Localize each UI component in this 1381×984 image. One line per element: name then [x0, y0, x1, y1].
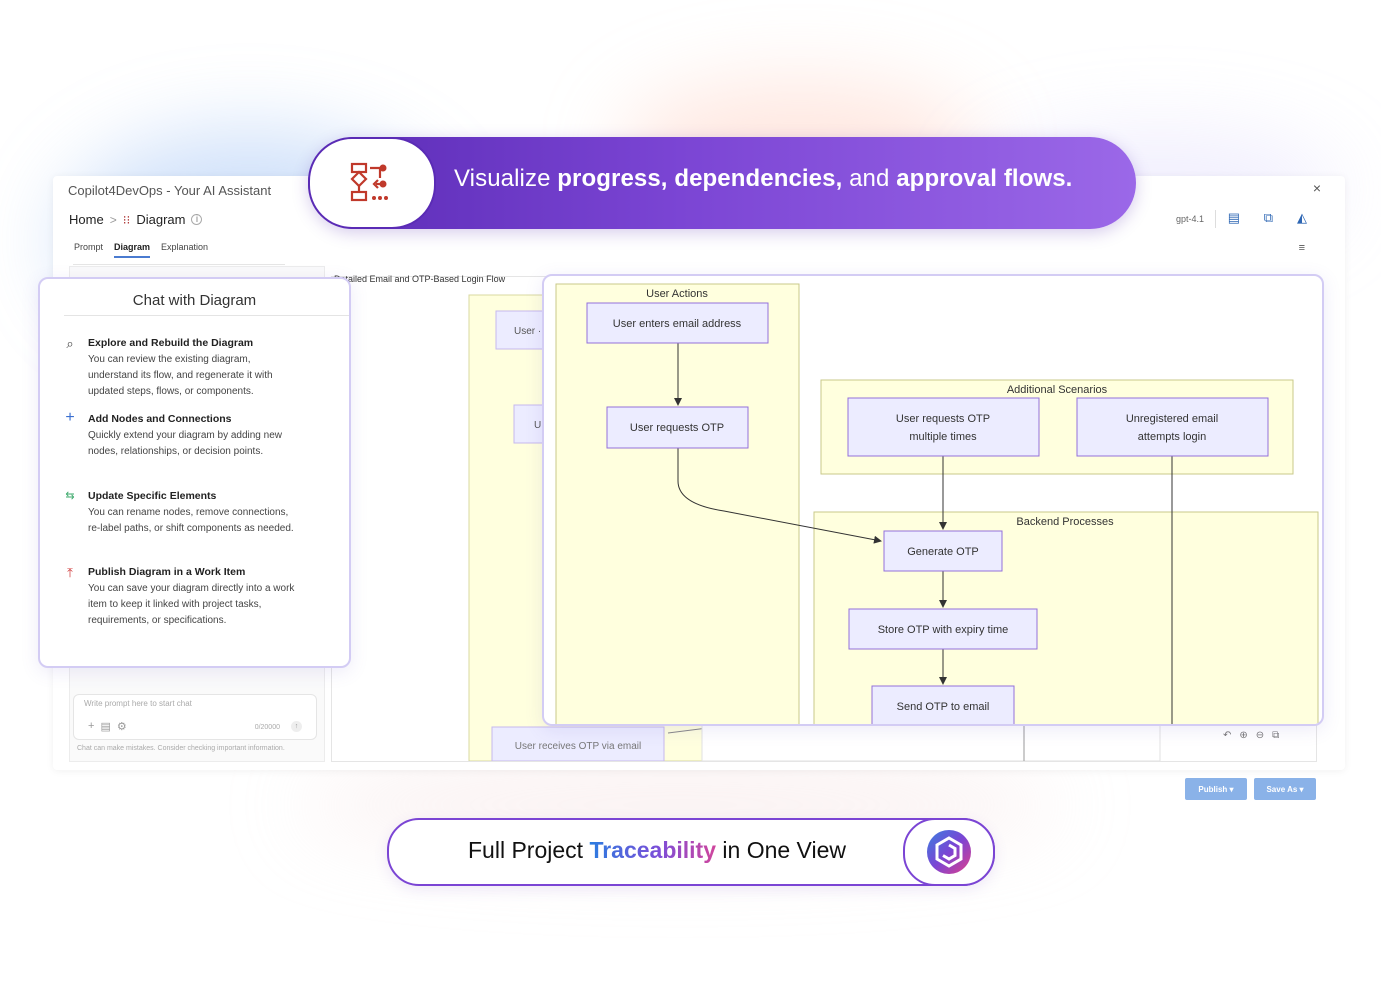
chat-divider: [64, 315, 349, 316]
banner-icon-circle: [308, 137, 436, 229]
feature-title: Explore and Rebuild the Diagram: [88, 337, 254, 349]
feature-desc: You can review the existing diagram, und…: [88, 354, 273, 397]
node-enter-email[interactable]: [586, 302, 769, 344]
toolbar-divider: [1215, 210, 1216, 228]
node-unregistered-label-2: attempts login: [1138, 431, 1206, 443]
upload-icon: ⤒: [67, 565, 73, 580]
feature-title: Publish Diagram in a Work Item: [88, 566, 246, 578]
close-icon[interactable]: ×: [1312, 180, 1321, 196]
tab-diagram[interactable]: Diagram: [114, 242, 151, 258]
breadcrumb: Home > ⁝⁝ Diagram i: [69, 212, 203, 227]
feature-desc: You can save your diagram directly into …: [88, 583, 295, 626]
prompt-input[interactable]: Write prompt here to start chat: [84, 699, 192, 708]
group-additional-label: Additional Scenarios: [1007, 384, 1108, 396]
node-send-label: Send OTP to email: [897, 701, 990, 713]
disclaimer: Chat can make mistakes. Consider checkin…: [77, 745, 285, 752]
gear-icon[interactable]: ⚙: [116, 721, 127, 733]
node-generate-otp[interactable]: [883, 530, 1003, 572]
feature-title: Add Nodes and Connections: [88, 413, 232, 425]
model-selector[interactable]: gpt-4.1: [1175, 214, 1204, 224]
feature-title: Update Specific Elements: [88, 490, 217, 502]
zoom-out-icon[interactable]: ⊖: [1255, 730, 1265, 741]
banner-mid: and: [842, 165, 897, 192]
tab-prompt[interactable]: Prompt: [74, 242, 104, 252]
settings-sliders-icon[interactable]: ≡: [1298, 242, 1305, 254]
back-node-2-label: U: [534, 420, 541, 431]
feature-update: ⇆ Update Specific Elements You can renam…: [65, 490, 302, 537]
chat-icon[interactable]: ⧉: [1263, 210, 1273, 225]
breadcrumb-separator: >: [109, 212, 117, 227]
zoom-in-icon[interactable]: ⊕: [1239, 730, 1248, 741]
char-counter: 0/20000: [254, 724, 280, 731]
feature-publish: ⤒ Publish Diagram in a Work Item You can…: [67, 565, 302, 629]
diagram-title: Detailed Email and OTP-Based Login Flow: [334, 274, 506, 284]
group-user-actions-label: User Actions: [646, 288, 708, 300]
feature-add: + Add Nodes and Connections Quickly exte…: [65, 409, 302, 460]
node-enter-email-label: User enters email address: [613, 318, 742, 330]
flowchart-icon: [350, 162, 388, 202]
node-multiple-label-1: User requests OTP: [896, 413, 990, 425]
brand-logo-circle: [903, 818, 995, 886]
tab-bar: Prompt Diagram Explanation: [74, 242, 208, 258]
app-title: Copilot4DevOps - Your AI Assistant: [68, 183, 272, 198]
banner-bold-1: progress, dependencies,: [557, 165, 843, 192]
node-store-otp[interactable]: [848, 608, 1038, 650]
feature-desc: You can rename nodes, remove connections…: [88, 507, 294, 534]
save-as-button[interactable]: Save As ▾: [1254, 778, 1316, 800]
pill-text: Full Project Traceability in One View: [468, 837, 846, 864]
breadcrumb-current: Diagram: [136, 212, 186, 227]
back-node-3-label: User receives OTP via email: [515, 741, 642, 752]
node-send-otp[interactable]: [871, 685, 1015, 724]
banner-bold-2: approval flows.: [896, 165, 1073, 192]
feature-desc: Quickly extend your diagram by adding ne…: [88, 430, 282, 457]
search-icon: ⌕: [66, 336, 74, 351]
node-unregistered[interactable]: [1076, 397, 1269, 457]
copilot-logo-icon: [927, 830, 971, 874]
node-request-otp-label: User requests OTP: [630, 422, 724, 434]
chat-title: Chat with Diagram: [132, 292, 257, 309]
document-icon[interactable]: ▤: [1227, 210, 1240, 225]
edge-request-to-generate: [677, 448, 882, 544]
node-generate-label: Generate OTP: [907, 546, 979, 558]
copy-icon[interactable]: ⧉: [1272, 730, 1280, 741]
prompt-box[interactable]: Write prompt here to start chat + ▤ ⚙ 0/…: [73, 694, 317, 740]
banner-text: Visualize progress, dependencies, and ap…: [454, 165, 1072, 193]
pill-suffix: in One View: [716, 837, 846, 863]
user-chat-icon[interactable]: ◭: [1297, 210, 1307, 225]
feature-explore: ⌕ Explore and Rebuild the Diagram You ca…: [66, 336, 302, 400]
back-node-1-label: User ·: [514, 326, 541, 337]
back-strip: [701, 722, 1161, 761]
back-node-3: [491, 726, 665, 761]
node-request-otp[interactable]: [606, 406, 749, 449]
pill-highlight: Traceability: [589, 837, 717, 863]
banner-prefix: Visualize: [454, 165, 558, 192]
undo-icon[interactable]: ↶: [1223, 730, 1232, 741]
node-multiple-times[interactable]: [847, 397, 1040, 457]
node-multiple-label-2: multiple times: [909, 431, 977, 443]
node-store-label: Store OTP with expiry time: [878, 624, 1009, 636]
diagram-panel: User Actions Additional Scenarios Backen…: [542, 274, 1324, 726]
breadcrumb-home[interactable]: Home: [69, 212, 104, 227]
send-icon[interactable]: ↑: [291, 721, 302, 732]
attach-icon[interactable]: ▤: [100, 721, 111, 733]
info-icon[interactable]: i: [191, 214, 203, 225]
tab-explanation[interactable]: Explanation: [161, 242, 209, 252]
flowchart: User Actions Additional Scenarios Backen…: [555, 283, 1319, 724]
chat-panel: Chat with Diagram ⌕ Explore and Rebuild …: [38, 277, 351, 668]
plus-icon[interactable]: +: [88, 720, 95, 732]
prompt-icons: + ▤ ⚙: [88, 720, 127, 733]
swap-icon: ⇆: [65, 490, 75, 502]
pill-prefix: Full Project: [468, 837, 590, 863]
plus-icon: +: [65, 409, 75, 426]
publish-button[interactable]: Publish ▾: [1185, 778, 1247, 800]
zoom-controls: ↶ ⊕ ⊖ ⧉: [1223, 730, 1279, 741]
tab-divider: [73, 264, 285, 265]
diagram-icon: ⁝⁝: [122, 212, 131, 227]
feature-banner: Visualize progress, dependencies, and ap…: [308, 137, 1136, 229]
node-unregistered-label-1: Unregistered email: [1126, 413, 1218, 425]
traceability-pill: Full Project Traceability in One View: [387, 818, 995, 886]
group-backend-label: Backend Processes: [1016, 516, 1114, 528]
